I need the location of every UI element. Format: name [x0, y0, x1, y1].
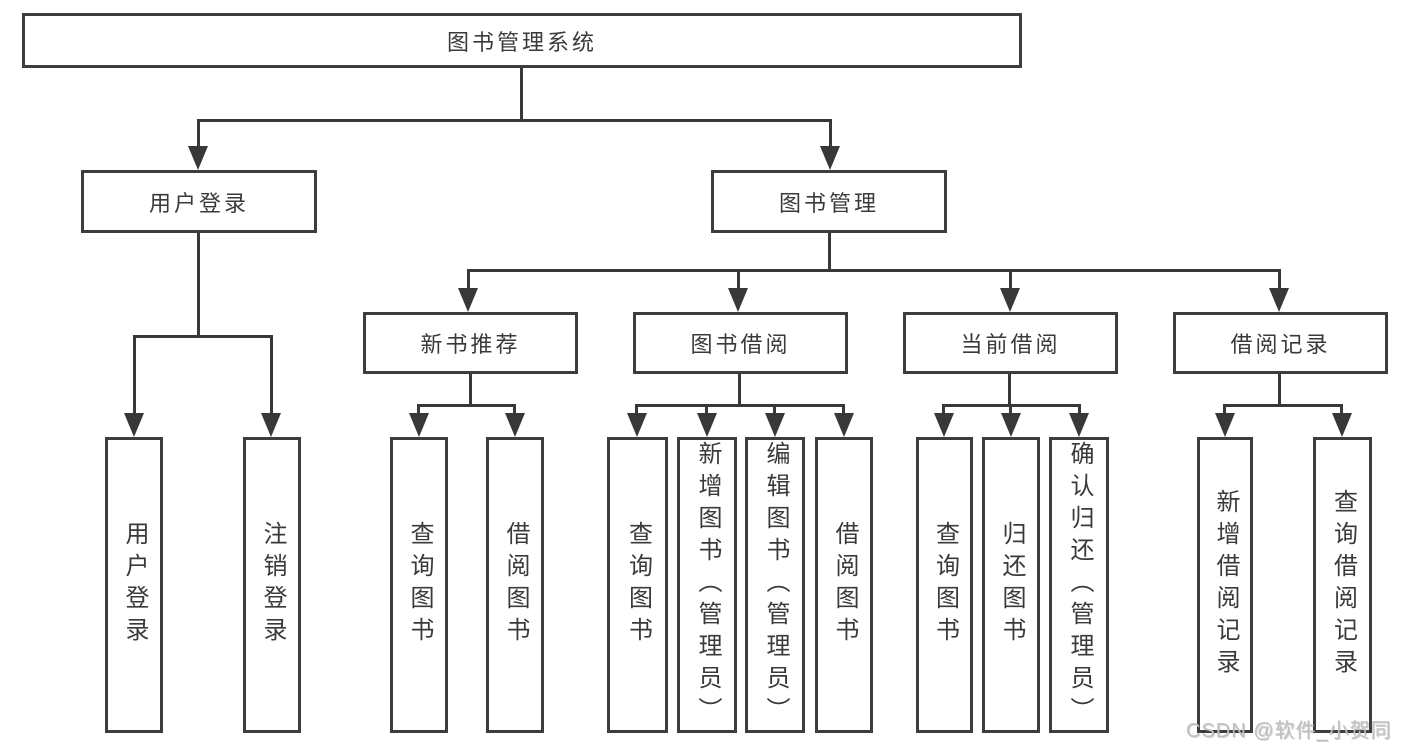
node-root-library-management-system: 图书管理系统: [22, 13, 1022, 68]
leaf-edit-books-admin: 编辑图书（管理员）: [745, 437, 805, 733]
arrow-down-icon: [1269, 288, 1289, 312]
leaf-add-books-admin: 新增图书（管理员）: [677, 437, 737, 733]
connector-line: [467, 269, 470, 291]
connector-line: [737, 269, 740, 291]
arrow-down-icon: [820, 146, 840, 170]
leaf-label: 查询图书: [406, 521, 433, 649]
connector-line: [1009, 404, 1012, 416]
arrow-down-icon: [458, 288, 478, 312]
connector-line: [828, 233, 831, 272]
arrow-down-icon: [1332, 413, 1352, 437]
connector-line: [1278, 374, 1281, 406]
arrow-down-icon: [188, 146, 208, 170]
leaf-label: 借阅图书: [831, 521, 858, 649]
arrow-down-icon: [1000, 288, 1020, 312]
leaf-return-books: 归还图书: [982, 437, 1040, 733]
arrow-down-icon: [728, 288, 748, 312]
arrow-down-icon: [627, 413, 647, 437]
leaf-label: 注销登录: [259, 521, 286, 649]
leaf-query-books-2: 查询图书: [607, 437, 668, 733]
connector-line: [469, 374, 472, 406]
leaf-confirm-return-admin: 确认归还（管理员）: [1049, 437, 1109, 733]
connector-line: [197, 119, 200, 149]
leaf-logout: 注销登录: [243, 437, 301, 733]
arrow-down-icon: [261, 413, 281, 437]
leaf-label: 查询图书: [624, 521, 652, 649]
leaf-query-books-1: 查询图书: [390, 437, 448, 733]
connector-line: [1278, 269, 1281, 291]
connector-line: [1223, 404, 1226, 416]
arrow-down-icon: [1215, 413, 1235, 437]
csdn-watermark: CSDN @软件_小贺同学: [1186, 720, 1392, 742]
connector-line: [1009, 269, 1012, 291]
connector-line: [635, 404, 845, 407]
node-borrowing-records: 借阅记录: [1173, 312, 1388, 374]
connector-line: [942, 404, 945, 416]
connector-line: [773, 404, 776, 416]
connector-line: [842, 404, 845, 416]
leaf-query-borrow-record: 查询借阅记录: [1313, 437, 1372, 733]
leaf-label: 新增图书（管理员）: [694, 441, 721, 729]
node-book-management-module: 图书管理: [711, 170, 947, 233]
connector-line: [520, 68, 523, 120]
arrow-down-icon: [505, 413, 525, 437]
connector-line: [133, 335, 136, 415]
leaf-query-books-3: 查询图书: [916, 437, 973, 733]
arrow-down-icon: [409, 413, 429, 437]
arrow-down-icon: [934, 413, 954, 437]
connector-line: [705, 404, 708, 416]
arrow-down-icon: [1001, 413, 1021, 437]
arrow-down-icon: [1069, 413, 1089, 437]
connector-line: [829, 119, 832, 149]
arrow-down-icon: [834, 413, 854, 437]
connector-line: [738, 374, 741, 406]
connector-line: [417, 404, 420, 416]
connector-line: [1078, 404, 1081, 416]
leaf-label: 用户登录: [121, 521, 148, 649]
leaf-label: 借阅图书: [502, 521, 529, 649]
connector-line: [133, 335, 273, 338]
leaf-label: 确认归还（管理员）: [1066, 441, 1093, 729]
connector-line: [1340, 404, 1343, 416]
node-new-book-recommendation: 新书推荐: [363, 312, 578, 374]
leaf-borrow-books-1: 借阅图书: [486, 437, 544, 733]
leaf-borrow-books-2: 借阅图书: [815, 437, 873, 733]
connector-line: [417, 404, 516, 407]
arrow-down-icon: [697, 413, 717, 437]
leaf-label: 查询借阅记录: [1329, 489, 1357, 681]
leaf-user-login: 用户登录: [105, 437, 163, 733]
connector-line: [1008, 374, 1011, 406]
arrow-down-icon: [124, 413, 144, 437]
connector-line: [197, 233, 200, 337]
leaf-label: 查询图书: [931, 521, 959, 649]
leaf-add-borrow-record: 新增借阅记录: [1197, 437, 1253, 733]
node-current-borrowing: 当前借阅: [903, 312, 1118, 374]
connector-line: [635, 404, 638, 416]
leaf-label: 新增借阅记录: [1212, 489, 1239, 681]
connector-line: [197, 119, 832, 122]
connector-line: [270, 335, 273, 415]
arrow-down-icon: [765, 413, 785, 437]
connector-line: [467, 269, 1281, 272]
leaf-label: 归还图书: [998, 521, 1025, 649]
node-book-borrowing: 图书借阅: [633, 312, 848, 374]
connector-line: [1223, 404, 1343, 407]
node-user-login-module: 用户登录: [81, 170, 317, 233]
connector-line: [513, 404, 516, 416]
leaf-label: 编辑图书（管理员）: [762, 441, 789, 729]
